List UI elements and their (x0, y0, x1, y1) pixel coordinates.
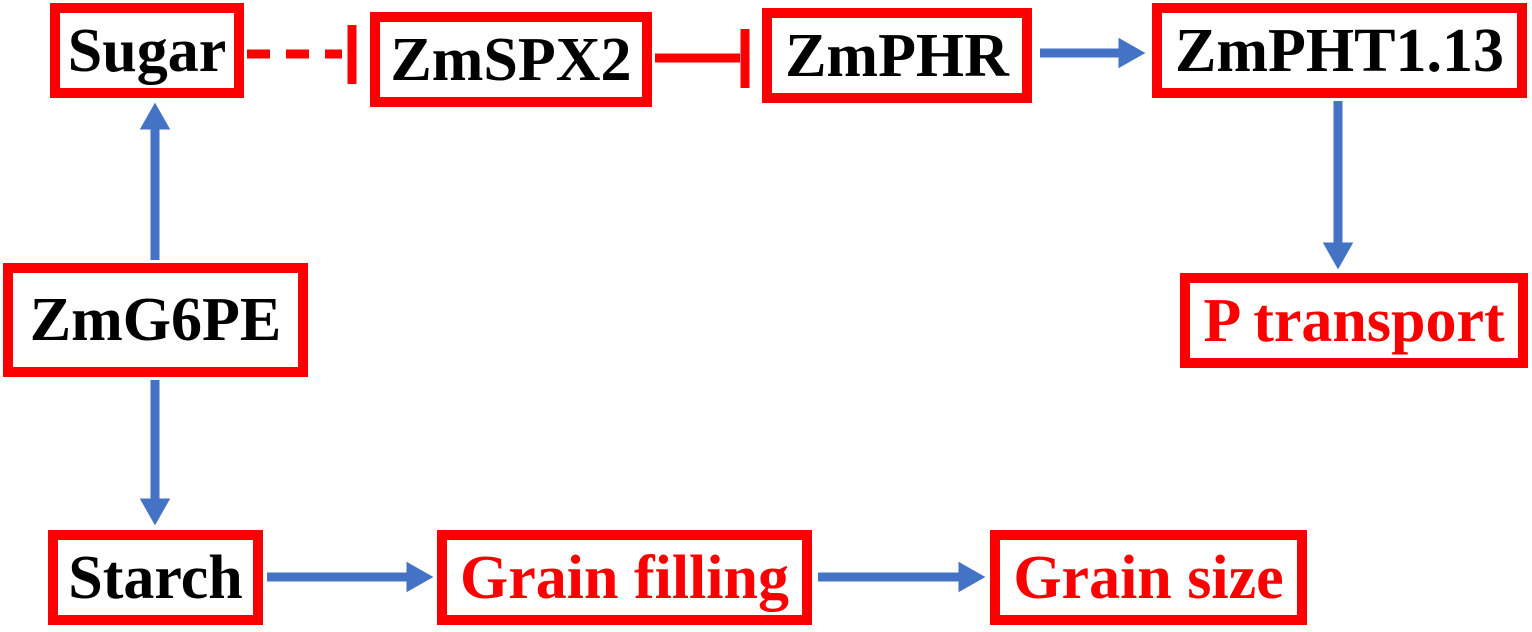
node-p-transport: P transport (1180, 273, 1528, 368)
node-grain-filling: Grain filling (437, 530, 812, 625)
node-grain-size: Grain size (990, 530, 1307, 625)
node-zmspx2: ZmSPX2 (370, 12, 652, 107)
node-sugar: Sugar (50, 3, 244, 98)
node-zmpht1-13: ZmPHT1.13 (1152, 3, 1527, 98)
node-zmphr: ZmPHR (762, 8, 1032, 103)
node-zmg6pe: ZmG6PE (3, 263, 308, 377)
node-starch: Starch (48, 530, 263, 625)
